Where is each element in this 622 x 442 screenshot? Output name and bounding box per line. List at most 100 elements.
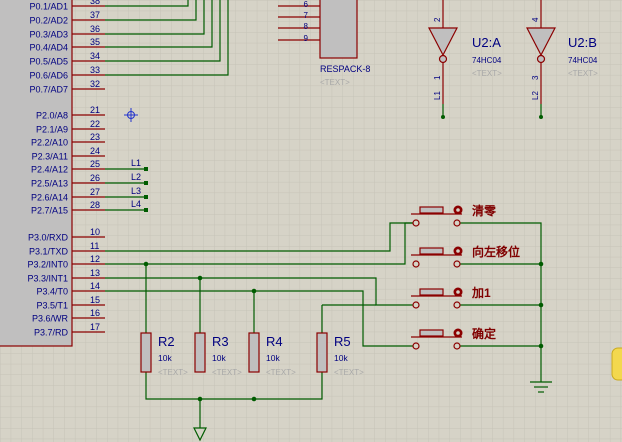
mcu-pin-number: 10 [90, 227, 100, 237]
toolbar-edge-widget[interactable] [611, 347, 622, 381]
mcu-pin-number: 26 [90, 173, 100, 183]
mcu-pin-label: P2.0/A8 [36, 111, 68, 121]
junction-dot [539, 115, 543, 119]
mcu-pin-number: 34 [90, 51, 100, 61]
mcu-pin-label: P2.3/A11 [32, 152, 68, 162]
mcu-pin-label: P3.3/INT1 [27, 274, 68, 284]
inverter-pin-in: 4 [531, 17, 540, 22]
mcu-pin-number: 28 [90, 200, 100, 210]
inverter-u2b[interactable]: 4 3 L2 U2:B 74HC04 <TEXT> [526, 0, 598, 119]
cursor-crosshair-icon [124, 108, 138, 122]
mcu-pin-label: P2.6/A14 [31, 193, 68, 203]
resistor-body [316, 332, 328, 373]
resistor-text-placeholder: <TEXT> [212, 368, 242, 377]
inverter-u2a[interactable]: 2 1 L1 U2:A 74HC04 <TEXT> [428, 0, 502, 119]
inverter-text-placeholder: <TEXT> [472, 69, 502, 78]
mcu-pin-number: 27 [90, 187, 100, 197]
inverter-part: 74HC04 [472, 56, 502, 65]
mcu-pin-number: 32 [90, 79, 100, 89]
resistor-body [194, 332, 206, 373]
push-button[interactable]: 向左移位 [411, 244, 520, 268]
junction-dot [441, 115, 445, 119]
resistor-text-placeholder: <TEXT> [158, 368, 188, 377]
inverter-pin-in: 2 [433, 17, 442, 22]
mcu-pin-number: 16 [90, 308, 100, 318]
resistor-name: R2 [158, 334, 175, 349]
resistor-value: 10k [266, 353, 280, 363]
mcu-pin-label: P0.5/AD5 [29, 57, 68, 67]
mcu-pin-label: P3.0/RXD [28, 233, 69, 243]
inverter-text-placeholder: <TEXT> [568, 69, 598, 78]
net-labels: L1 L2 L3 L4 [105, 158, 148, 212]
mcu-pin-number: 22 [90, 119, 100, 129]
button-wires [105, 222, 552, 393]
mcu-pin-label: P0.3/AD3 [29, 30, 68, 40]
mcu-pin-number: 35 [90, 37, 100, 47]
push-button[interactable]: 确定 [411, 326, 496, 350]
mcu-pin-label: P0.2/AD2 [29, 16, 68, 26]
respack-8[interactable]: 6 7 8 9 RESPACK-8 <TEXT> [278, 0, 370, 87]
resistor-body [248, 332, 260, 373]
mcu-pin-number: 12 [90, 254, 100, 264]
mcu-body [0, 0, 73, 347]
push-button[interactable]: 加1 [411, 285, 491, 309]
mcu-pin-number: 23 [90, 132, 100, 142]
mcu-pin-number: 13 [90, 268, 100, 278]
mcu-pin-label: P3.2/INT0 [27, 260, 68, 270]
mcu-pin-label: P2.4/A12 [31, 165, 68, 175]
mcu-pin-number: 37 [90, 10, 100, 20]
inverter-name: U2:B [568, 35, 597, 50]
mcu-pin-label: P0.1/AD1 [29, 2, 68, 12]
mcu-pin-label: P2.7/A15 [31, 206, 68, 216]
inverter-name: U2:A [472, 35, 501, 50]
mcu-pin-label: P2.1/A9 [36, 125, 68, 135]
resistor-text-placeholder: <TEXT> [334, 368, 364, 377]
resistor-body [140, 332, 152, 373]
resistors: R210k<TEXT>R310k<TEXT>R410k<TEXT>R510k<T… [140, 332, 364, 377]
inverter-pin-out: 1 [433, 75, 442, 80]
power-arrow-icon [193, 427, 207, 442]
respack-name: RESPACK-8 [320, 64, 370, 74]
resistor-value: 10k [212, 353, 226, 363]
respack-pin-num: 6 [304, 0, 309, 9]
mcu-pin-number: 38 [90, 0, 100, 6]
mcu-pin-label: P3.7/RD [34, 328, 69, 338]
mcu-pin-number: 33 [90, 65, 100, 75]
inverter-pin-out: 3 [531, 75, 540, 80]
button-label: 清零 [472, 203, 497, 218]
net-label-l2: L2 [131, 172, 141, 182]
mcu-pin-number: 21 [90, 105, 100, 115]
mcu-pin-number: 36 [90, 24, 100, 34]
net-label-l4: L4 [131, 199, 141, 209]
resistor-text-placeholder: <TEXT> [266, 368, 296, 377]
respack-pin-num: 7 [304, 11, 309, 20]
mcu-pin-number: 25 [90, 159, 100, 169]
mcu-pin-label: P2.2/A10 [31, 138, 68, 148]
mcu-pin-label: P3.1/TXD [29, 247, 69, 257]
mcu-pin-label: P0.7/AD7 [29, 85, 68, 95]
mcu-pin-label: P3.5/T1 [36, 301, 68, 311]
mcu-pin-label: P2.5/A13 [31, 179, 68, 189]
mcu-pin-label: P0.4/AD4 [29, 43, 68, 53]
net-label-l1: L1 [131, 158, 141, 168]
button-label: 向左移位 [472, 244, 520, 259]
push-button[interactable]: 清零 [411, 203, 497, 227]
mcu-pin-label: P3.6/WR [32, 314, 69, 324]
mcu-pin-number: 24 [90, 146, 100, 156]
net-label-l3: L3 [131, 186, 141, 196]
mcu-pin-number: 11 [90, 241, 99, 251]
resistor-wires [145, 264, 376, 428]
inverter-net-label: L1 [433, 91, 442, 100]
button-label: 确定 [472, 326, 496, 341]
button-label: 加1 [471, 285, 491, 300]
resistor-value: 10k [334, 353, 348, 363]
mcu-pin-label: P3.4/T0 [36, 287, 68, 297]
